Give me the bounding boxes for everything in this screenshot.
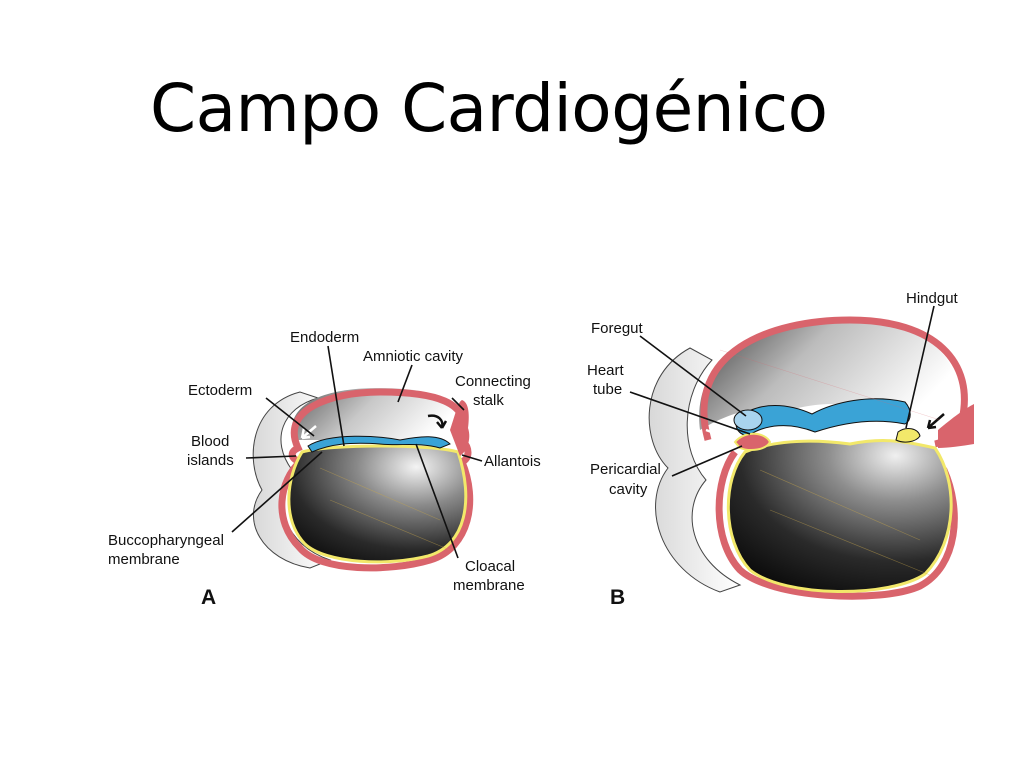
label-connecting-stalk-line1: Connecting	[455, 373, 531, 390]
label-allantois: Allantois	[484, 453, 541, 470]
label-amniotic-cavity: Amniotic cavity	[363, 348, 464, 365]
panel-b-endoderm-lining	[726, 439, 953, 593]
label-foregut: Foregut	[591, 320, 644, 337]
panel-a-endoderm-lining	[287, 444, 468, 564]
panel-b-heart-tube	[733, 409, 763, 431]
panel-b-leaders	[629, 305, 935, 477]
panel-b-hindgut-pocket	[895, 428, 921, 443]
label-heart-tube-line2: tube	[593, 381, 622, 398]
panel-b-tail-arrow	[926, 413, 945, 430]
label-heart-tube-line1: Heart	[587, 362, 625, 379]
label-cloacal-line2: membrane	[453, 577, 525, 594]
panel-a-connecting-stalk	[450, 400, 470, 456]
label-pericardial-line1: Pericardial	[590, 461, 661, 478]
label-blood-islands-line2: islands	[187, 452, 234, 469]
panel-a-embryo	[252, 388, 474, 572]
panel-b-letter: B	[610, 586, 625, 609]
panel-b-yolk-sac	[728, 440, 952, 592]
label-connecting-stalk-line2: stalk	[473, 392, 504, 409]
label-buccopharyngeal-line1: Buccopharyngeal	[108, 532, 224, 549]
label-endoderm: Endoderm	[290, 329, 359, 346]
panel-a-leaders	[231, 345, 483, 559]
label-pericardial-line2: cavity	[609, 481, 648, 498]
panel-a-yolk-sac	[288, 446, 466, 562]
label-buccopharyngeal-line2: membrane	[108, 551, 180, 568]
panel-a-letter: A	[201, 586, 216, 609]
panel-b-pericardial-fold	[733, 432, 772, 451]
label-ectoderm: Ectoderm	[188, 382, 252, 399]
panel-b-head-arrow	[705, 428, 729, 444]
panel-b-outer-shell	[648, 347, 742, 593]
panel-b-embryo	[648, 316, 974, 600]
slide-title: Campo Cardiogénico	[150, 70, 828, 147]
panel-a-ectoderm-contour	[278, 388, 474, 572]
panel-b-tail	[938, 404, 974, 448]
label-cloacal-line1: Cloacal	[465, 558, 515, 575]
panel-a-tail-arrow	[427, 414, 448, 429]
label-hindgut: Hindgut	[906, 290, 959, 307]
label-blood-islands-line1: Blood	[191, 433, 229, 450]
